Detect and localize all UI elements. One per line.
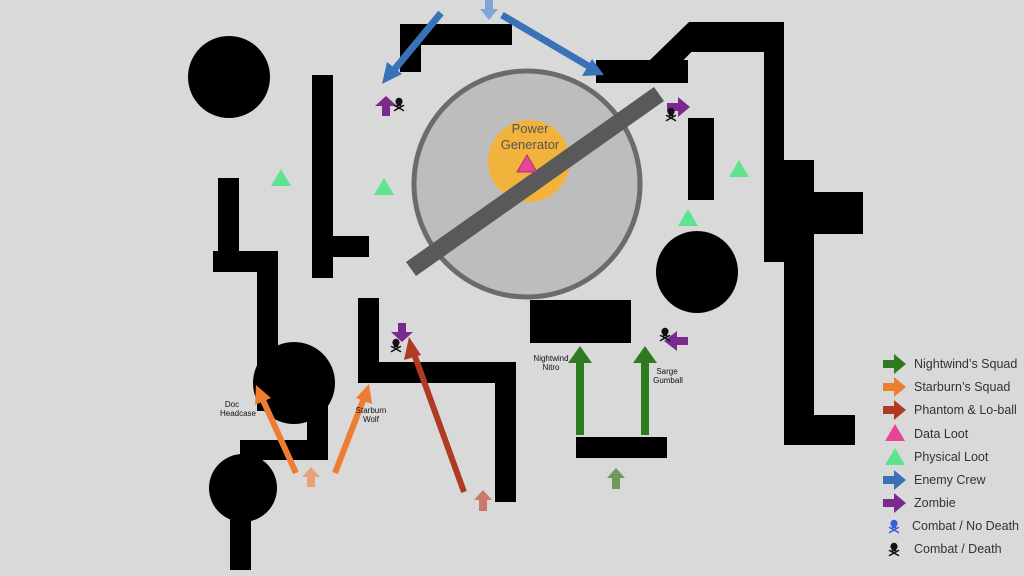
wall-segment (312, 75, 333, 278)
wall-segment (814, 192, 863, 234)
data-loot-marker (516, 154, 538, 173)
enemy-crew-path (500, 11, 592, 71)
arrow-right-icon (883, 354, 906, 374)
physical-loot-marker (678, 209, 698, 226)
enemy-crew-group (382, 0, 604, 84)
nightwind-arrowhead (568, 346, 592, 363)
wall-segment (495, 362, 516, 502)
legend-label: Enemy Crew (914, 473, 987, 487)
generator-label-line1: Power (512, 121, 550, 136)
phantom-path (410, 349, 467, 494)
arrow-right-icon (883, 470, 906, 490)
zombie-arrow (375, 96, 397, 116)
starburn-label-line2: Wolf (363, 415, 380, 424)
legend: Nightwind’s Squad Starburn’s Squad Phant… (883, 354, 1019, 557)
legend-label: Combat / No Death (912, 519, 1019, 533)
legend-label: Physical Loot (914, 450, 989, 464)
pillar-bottom-left (209, 454, 277, 522)
zombie-group (375, 96, 690, 351)
enemy-crew-path (391, 10, 444, 73)
rotating-beam (406, 87, 664, 276)
nightwind-path (641, 360, 649, 435)
skull-crossbones-icon (393, 97, 405, 112)
wall-segment (358, 362, 516, 383)
legend-label: Nightwind’s Squad (914, 357, 1017, 371)
skull-crossbones-icon (390, 338, 402, 353)
nightwind-spawn-arrow (607, 468, 625, 489)
phantom-group (404, 337, 492, 511)
starburn-arrowhead (255, 385, 271, 405)
pillar-top-left (188, 36, 270, 118)
sarge-label-line2: Gumball (653, 376, 683, 385)
walls (188, 22, 863, 570)
legend-label: Phantom & Lo-ball (914, 403, 1017, 417)
physical-loot-marker (374, 178, 394, 195)
physical-loot-group (271, 160, 749, 226)
pillar-right (656, 231, 738, 313)
legend-label: Data Loot (914, 427, 969, 441)
skull-crossbones-icon (665, 107, 677, 122)
doc-label-line1: Doc (225, 400, 239, 409)
wall-segment (312, 236, 369, 257)
sarge-label-line1: Sarge (656, 367, 678, 376)
arrow-right-icon (883, 377, 906, 397)
legend-label: Starburn’s Squad (914, 380, 1010, 394)
physical-loot-marker (729, 160, 749, 177)
nightwind-squad-group: Nightwind Nitro Sarge Gumball (533, 346, 683, 489)
zombie-arrow (667, 97, 690, 117)
skull-crossbones-icon (888, 519, 900, 534)
enemy-crew-arrowhead (582, 59, 604, 76)
wall-segment (576, 437, 667, 458)
starburn-path (259, 396, 299, 475)
triangle-icon (885, 424, 905, 441)
enemy-crew-arrowhead (382, 62, 402, 84)
nightwind-arrowhead (633, 346, 657, 363)
skull-crossbones-icon (888, 542, 900, 557)
starburn-spawn-arrow (302, 467, 320, 487)
enemy-crew-spawn-arrow (480, 0, 498, 20)
phantom-spawn-arrow (474, 490, 492, 511)
nightwind-path (576, 360, 584, 435)
starburn-path (332, 396, 367, 475)
phantom-arrowhead (404, 337, 421, 360)
zombie-arrow (664, 331, 688, 351)
nightwind-label-line1: Nightwind (533, 354, 568, 363)
wall-segment (358, 298, 379, 383)
pillar-mid-left (253, 342, 335, 424)
legend-label: Combat / Death (914, 542, 1002, 556)
doc-label-line2: Headcase (220, 409, 257, 418)
wall-segment (530, 300, 631, 343)
legend-label: Zombie (914, 496, 956, 510)
arrow-right-icon (883, 400, 906, 420)
wall-segment (784, 415, 855, 445)
wall-segment (230, 505, 251, 570)
central-arena: Power Generator (406, 68, 664, 300)
physical-loot-marker (271, 169, 291, 186)
wall-segment (688, 118, 714, 200)
triangle-icon (885, 448, 905, 465)
wall-segment (218, 178, 239, 253)
starburn-squad-group: Doc Headcase Starburn Wolf (220, 384, 386, 487)
generator-label-line2: Generator (501, 137, 560, 152)
arrow-right-icon (883, 493, 906, 513)
zombie-arrow (391, 323, 413, 342)
nightwind-label-line2: Nitro (543, 363, 560, 372)
starburn-arrowhead (356, 384, 372, 404)
wall-segment (784, 160, 814, 445)
starburn-label-line1: Starburn (356, 406, 387, 415)
